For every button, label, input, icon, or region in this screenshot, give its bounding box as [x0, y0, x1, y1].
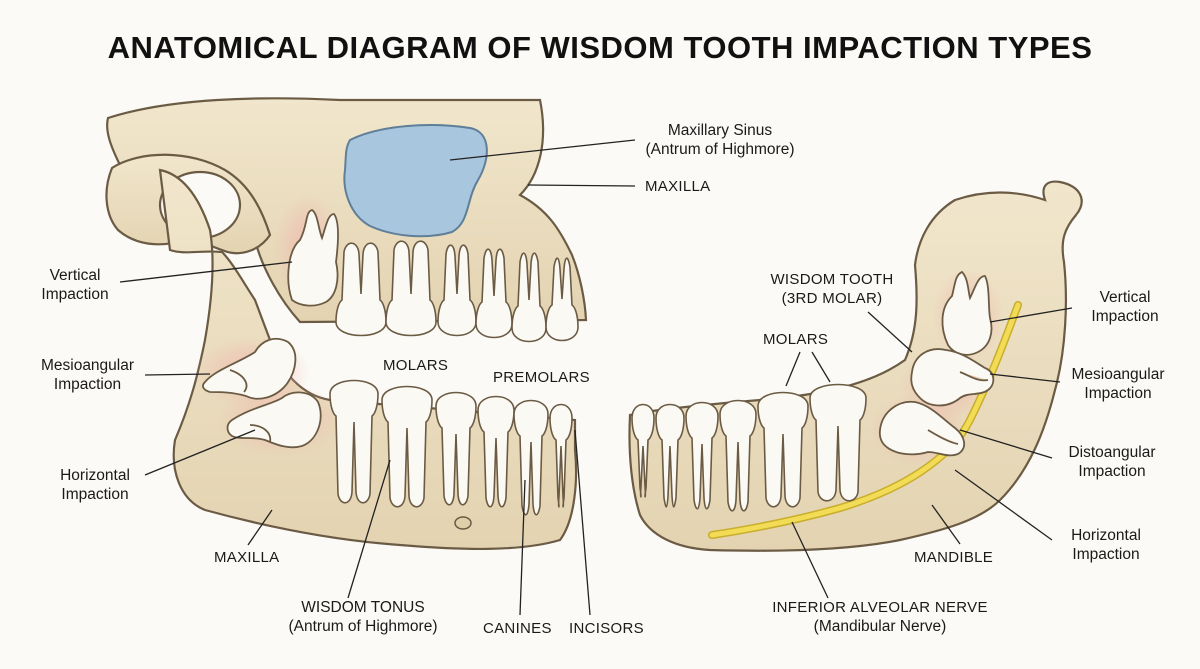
label-right-mesio-line1: Mesioangular: [1071, 366, 1165, 383]
label-wisdom-tooth-line1: WISDOM TOOTH: [770, 271, 894, 288]
leader-r-wisdom: [867, 311, 913, 353]
label-right-horizontal-impaction: Horizontal Impaction: [1046, 526, 1166, 564]
label-left-vertical-line2: Impaction: [41, 286, 109, 303]
leader-incisors: [574, 429, 591, 616]
left-upper-tooth-6: [545, 257, 579, 342]
leader-r-vertical: [989, 307, 1073, 323]
right-lower-tooth-4: [719, 399, 757, 512]
left-lower-tooth-6: [549, 403, 573, 508]
label-wisdom-tooth: WISDOM TOOTH (3RD MOLAR): [762, 270, 902, 308]
left-upper-teeth: [335, 240, 579, 343]
leader-maxilla-top: [527, 184, 636, 187]
left-lower-tooth-2: [381, 385, 433, 508]
left-lower-tooth-5: [513, 399, 549, 516]
left-horizontal-impacted-tooth: [226, 391, 322, 449]
right-lower-tooth-1: [631, 403, 655, 498]
right-mesioangular-impacted-tooth: [910, 348, 995, 407]
leader-mandible: [931, 504, 961, 545]
label-maxilla-top: MAXILLA: [645, 178, 711, 195]
label-maxillary-sinus: Maxillary Sinus (Antrum of Highmore): [620, 121, 820, 159]
label-wisdom-tonus-line2: (Antrum of Highmore): [288, 618, 438, 635]
leader-canines: [519, 479, 526, 616]
label-nerve-line1: INFERIOR ALVEOLAR NERVE: [772, 599, 988, 616]
diagram-title: ANATOMICAL DIAGRAM OF WISDOM TOOTH IMPAC…: [107, 30, 1093, 65]
left-upper-tooth-4: [475, 248, 513, 339]
label-wisdom-tooth-line2: (3RD MOLAR): [781, 290, 883, 307]
left-lower-tooth-4: [477, 395, 515, 508]
right-horizontal-impacted-tooth: [878, 400, 965, 457]
left-upper-tooth-1: [335, 242, 387, 337]
label-wisdom-tonus-line1: WISDOM TONUS: [301, 599, 425, 616]
right-lower-tooth-5: [757, 391, 809, 508]
label-mandible: MANDIBLE: [914, 549, 994, 566]
label-right-molars: MOLARS: [763, 331, 829, 348]
mental-foramen: [454, 516, 472, 530]
leader-r-horizontal: [954, 469, 1053, 541]
label-left-mesioangular-impaction: Mesioangular Impaction: [20, 356, 155, 394]
leader-sinus: [449, 139, 636, 161]
leader-l-mesio: [144, 373, 211, 376]
label-left-mesio-line2: Impaction: [53, 376, 122, 393]
maxillary-sinus-shape: [343, 124, 488, 238]
label-right-disto-line1: Distoangular: [1068, 444, 1156, 461]
leader-wisdom-tonus: [347, 459, 391, 599]
left-upper-tooth-2: [385, 240, 437, 337]
label-maxilla-bottom: MAXILLA: [214, 549, 280, 566]
label-left-mesio-line1: Mesioangular: [40, 357, 135, 374]
leader-nerve: [791, 521, 829, 599]
label-right-distoangular-impaction: Distoangular Impaction: [1052, 443, 1172, 481]
right-vertical-impacted-tooth: [941, 270, 993, 356]
label-right-vertical-line2: Impaction: [1091, 308, 1159, 325]
leader-l-maxilla: [247, 509, 273, 546]
label-maxillary-sinus-line1: Maxillary Sinus: [667, 122, 773, 139]
inferior-alveolar-nerve-core: [709, 302, 1021, 538]
label-right-vertical-line1: Vertical: [1099, 289, 1151, 306]
label-right-horizontal-line1: Horizontal: [1071, 527, 1141, 544]
label-left-horizontal-line1: Horizontal: [60, 467, 130, 484]
label-left-vertical-line1: Vertical: [49, 267, 101, 284]
left-mesioangular-impacted-tooth: [202, 338, 297, 400]
label-right-horizontal-line2: Impaction: [1072, 546, 1140, 563]
leader-lines: [119, 139, 1073, 616]
label-inferior-alveolar-nerve: INFERIOR ALVEOLAR NERVE (Mandibular Nerv…: [765, 598, 995, 636]
left-upper-tooth-3: [437, 244, 477, 337]
leader-l-horizontal: [144, 429, 256, 476]
label-right-vertical-impaction: Vertical Impaction: [1070, 288, 1180, 326]
right-lower-tooth-6: [809, 383, 867, 502]
leader-r-molars-b: [811, 351, 831, 383]
label-left-horizontal-line2: Impaction: [61, 486, 129, 503]
leader-r-molars-a: [785, 351, 801, 387]
label-wisdom-tonus: WISDOM TONUS (Antrum of Highmore): [268, 598, 458, 636]
right-lower-tooth-3: [685, 401, 719, 510]
label-maxillary-sinus-line2: (Antrum of Highmore): [645, 141, 795, 158]
label-incisors: INCISORS: [569, 620, 644, 637]
label-premolars: PREMOLARS: [493, 369, 590, 386]
label-right-disto-line2: Impaction: [1078, 463, 1146, 480]
label-left-horizontal-impaction: Horizontal Impaction: [40, 466, 150, 504]
left-lower-teeth: [329, 379, 573, 516]
left-lower-tooth-1: [329, 379, 379, 504]
leader-r-disto: [959, 429, 1053, 459]
leader-l-vertical: [119, 261, 293, 283]
label-right-mesio-line2: Impaction: [1084, 385, 1152, 402]
label-left-molars: MOLARS: [383, 357, 449, 374]
label-left-vertical-impaction: Vertical Impaction: [20, 266, 130, 304]
right-lower-teeth: [631, 383, 867, 512]
left-lower-tooth-3: [435, 391, 477, 506]
label-nerve-line2: (Mandibular Nerve): [813, 618, 947, 635]
right-lower-tooth-2: [655, 403, 685, 508]
right-impacted-teeth: [878, 270, 995, 457]
upper-vertical-impacted-tooth: [287, 209, 339, 307]
leader-r-mesio: [989, 373, 1061, 383]
label-right-mesioangular-impaction: Mesioangular Impaction: [1058, 365, 1178, 403]
label-canines: CANINES: [483, 620, 552, 637]
left-impacted-teeth: [202, 209, 339, 449]
left-upper-tooth-5: [511, 252, 547, 343]
